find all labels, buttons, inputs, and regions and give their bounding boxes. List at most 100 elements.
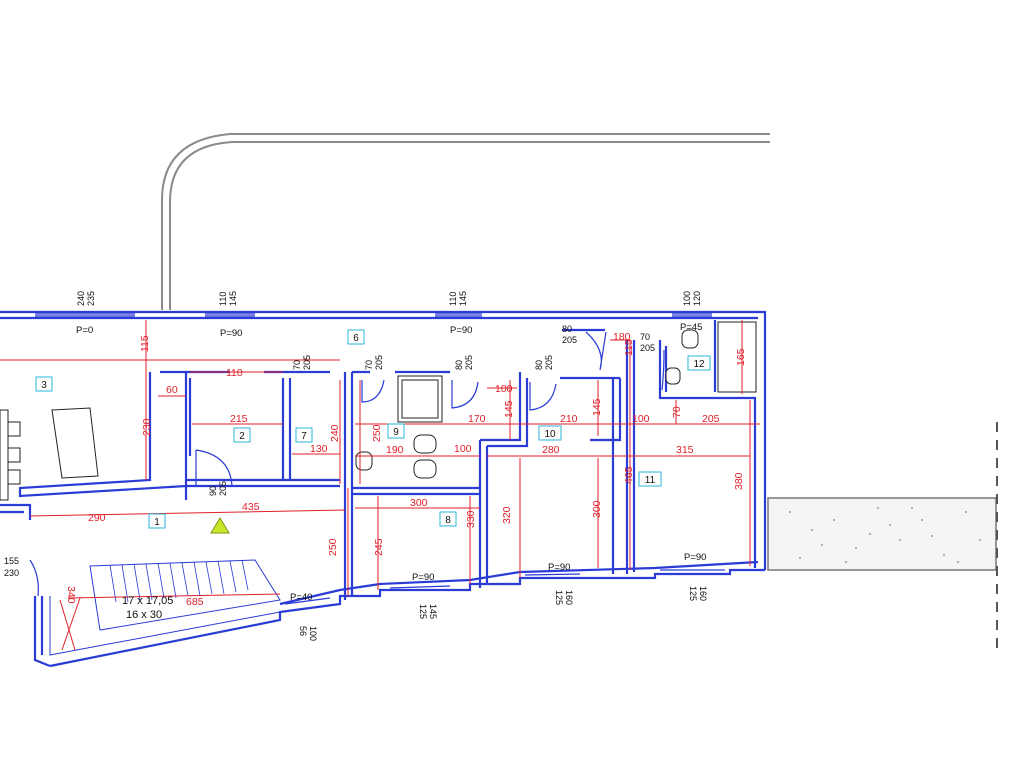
door-label: 155 <box>4 556 19 566</box>
window-label: 145 <box>228 291 238 306</box>
door-label: 80 <box>534 360 544 370</box>
dim-label: 465 <box>623 466 635 484</box>
door-label: 70 <box>292 360 302 370</box>
door-label: 205 <box>562 335 577 345</box>
opening-label: P=90 <box>684 552 706 563</box>
window-label: 160 <box>698 586 708 601</box>
dim-label: 340 <box>65 586 77 604</box>
dim-label: 435 <box>242 501 260 513</box>
dim-label: 230 <box>141 418 153 436</box>
dim-label: 190 <box>386 444 404 456</box>
door-label: 205 <box>640 343 655 353</box>
room-tag-3: 3 <box>35 376 53 392</box>
window-size-labels: 240 235 110 145 110 145 100 120 56 100 1… <box>76 291 708 641</box>
dim-label: 280 <box>542 444 560 456</box>
svg-text:9: 9 <box>393 427 399 438</box>
window-label: 120 <box>692 291 702 306</box>
dim-label: 165 <box>735 348 747 366</box>
room-tag-12: 12 <box>687 355 711 371</box>
interior-walls <box>18 320 757 600</box>
dim-label: 300 <box>591 500 603 518</box>
dim-label: 170 <box>468 413 486 425</box>
window-label: 145 <box>428 604 438 619</box>
door-label: 205 <box>464 355 474 370</box>
door-size-labels: 80 205 70 205 70 205 70 205 80 205 80 20… <box>4 324 655 578</box>
dim-label: 215 <box>230 413 248 425</box>
svg-text:2: 2 <box>239 431 245 442</box>
stair-spec-treads: 16 x 30 <box>126 609 162 621</box>
staircase <box>49 559 281 656</box>
dim-label: 115 <box>139 335 151 352</box>
dim-label: 70 <box>671 406 683 418</box>
door-label: 230 <box>4 568 19 578</box>
doors <box>29 331 665 597</box>
opening-label: P=0 <box>76 325 93 336</box>
dim-label: 180 <box>613 331 631 343</box>
opening-label: P=40 <box>290 592 312 603</box>
door-label: 70 <box>640 332 650 342</box>
svg-text:6: 6 <box>353 333 359 344</box>
stair-spec-risers: 17 x 17,05 <box>122 595 173 607</box>
opening-label: P=90 <box>450 325 472 336</box>
dim-label: 240 <box>329 424 341 442</box>
dim-label: 110 <box>226 367 243 379</box>
dim-label: 330 <box>465 510 477 528</box>
opening-label: P=90 <box>548 562 570 573</box>
door-label: 205 <box>374 355 384 370</box>
door-label: 80 <box>562 324 572 334</box>
window-label: 125 <box>554 590 564 605</box>
window-label: 125 <box>688 586 698 601</box>
room-tag-1: 1 <box>148 513 166 529</box>
svg-text:3: 3 <box>41 380 47 391</box>
opening-labels: P=0 P=90 P=90 P=45 P=40 P=90 P=90 P=90 <box>76 322 706 603</box>
bathroom-fixtures <box>355 321 757 479</box>
dim-label: 130 <box>310 443 328 455</box>
room-tag-11: 11 <box>638 471 662 487</box>
svg-text:8: 8 <box>445 515 451 526</box>
outer-walls <box>0 310 767 668</box>
dim-label: 380 <box>733 472 745 490</box>
window-label: 56 <box>298 626 308 636</box>
room-tag-6: 6 <box>347 329 365 345</box>
door-label: 205 <box>544 355 554 370</box>
svg-text:1: 1 <box>154 517 160 528</box>
dim-label: 145 <box>503 400 515 418</box>
dim-label: 115 <box>623 339 635 356</box>
window-label: 240 <box>76 291 86 306</box>
room-tag-9: 9 <box>387 423 405 439</box>
dim-label: 210 <box>560 413 578 425</box>
windows <box>35 313 725 605</box>
dim-label: 250 <box>371 424 383 442</box>
road-curve <box>161 133 770 310</box>
opening-label: P=90 <box>412 572 434 583</box>
svg-text:11: 11 <box>645 475 656 486</box>
opening-label: P=45 <box>680 322 702 333</box>
svg-text:10: 10 <box>544 429 556 440</box>
window-label: 160 <box>564 590 574 605</box>
entrance-marker-icon <box>210 517 230 534</box>
dim-label: 685 <box>186 596 204 608</box>
opening-label: P=90 <box>220 328 242 339</box>
room-tag-2: 2 <box>233 427 251 443</box>
gravel-area <box>767 497 997 571</box>
dimension-labels: 115 110 60 230 215 240 130 250 190 170 1… <box>65 331 747 608</box>
window-label: 110 <box>218 292 228 306</box>
dim-label: 100 <box>495 383 513 395</box>
window-label: 100 <box>682 291 692 306</box>
dim-label: 320 <box>501 506 513 524</box>
road-curve-inner <box>169 141 770 310</box>
room-tag-10: 10 <box>538 425 562 441</box>
svg-text:7: 7 <box>301 431 307 442</box>
room-tag-7: 7 <box>295 427 313 443</box>
door-label: 205 <box>218 481 228 496</box>
room-tag-8: 8 <box>439 511 457 527</box>
door-label: 70 <box>364 360 374 370</box>
window-label: 110 <box>448 292 458 306</box>
window-label: 145 <box>458 291 468 306</box>
dim-label: 145 <box>591 398 603 416</box>
window-label: 125 <box>418 604 428 619</box>
gravel-texture <box>789 507 981 563</box>
svg-text:12: 12 <box>693 359 705 370</box>
dim-label: 290 <box>88 512 106 524</box>
